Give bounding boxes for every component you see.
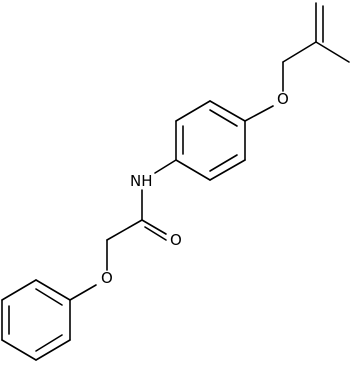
bond-o-ring: [244, 105, 274, 122]
bond-ring-nh: [154, 159, 177, 174]
bond-o-phenyl: [69, 284, 97, 301]
bond-carbonyl-ch2: [106, 219, 143, 241]
atom-label-carbonyl-o: O: [170, 231, 182, 249]
bond-methyl: [315, 41, 350, 63]
bond-carbonyl-double-a: [141, 219, 167, 235]
bond-carbonyl-double-b: [144, 226, 167, 241]
benzene-ring-top: [175, 100, 246, 181]
atom-label-nh: NH: [130, 172, 153, 190]
atom-label-ether-o-bottom: O: [101, 269, 113, 287]
bond-allyl-ch2: [282, 41, 317, 63]
atom-label-ether-o-top: O: [277, 90, 289, 108]
benzene-ring-bottom: [1, 279, 71, 361]
